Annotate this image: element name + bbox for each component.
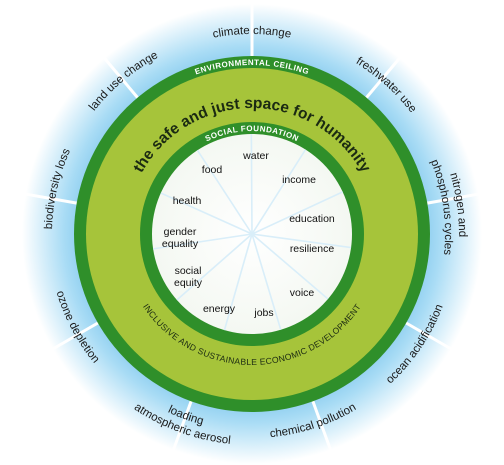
outer-divider-line [20, 191, 77, 205]
inner-ray-line [196, 149, 253, 235]
social-foundation-label: education [289, 213, 335, 225]
inner-ray-line [250, 133, 253, 235]
social-foundation-label: food [202, 164, 223, 176]
inner-ray-line [176, 233, 253, 301]
inner-ray-line [160, 192, 253, 235]
social-foundation-label: water [242, 150, 269, 162]
outer-divider-line [99, 53, 139, 99]
inner-ray-line [251, 233, 282, 330]
inner-ray-line [251, 149, 307, 235]
inner-ray-line [152, 233, 253, 250]
social-foundation-label: jobs [253, 307, 273, 319]
inner-ray-line [251, 191, 344, 235]
outer-divider-line [311, 400, 334, 456]
social-foundation-label: health [173, 195, 202, 207]
social-foundation-labels: water income education resilience voice jobs e… [162, 150, 335, 319]
social-foundation-label: resilience [290, 243, 335, 255]
social-foundation-label: energy [203, 303, 236, 315]
inner-rays [152, 133, 352, 331]
inner-ray-line [251, 233, 329, 300]
outer-dividers [20, 0, 484, 456]
inner-ray-line [223, 233, 253, 331]
outer-divider-line [427, 191, 484, 205]
social-foundation-label: voice [290, 287, 315, 299]
outer-divider-line [405, 321, 457, 353]
outer-divider-line [47, 321, 99, 353]
social-foundation-label: income [282, 174, 316, 186]
outer-divider-line [170, 400, 193, 456]
inner-ray-line [251, 233, 352, 249]
outer-divider-line [365, 53, 405, 99]
